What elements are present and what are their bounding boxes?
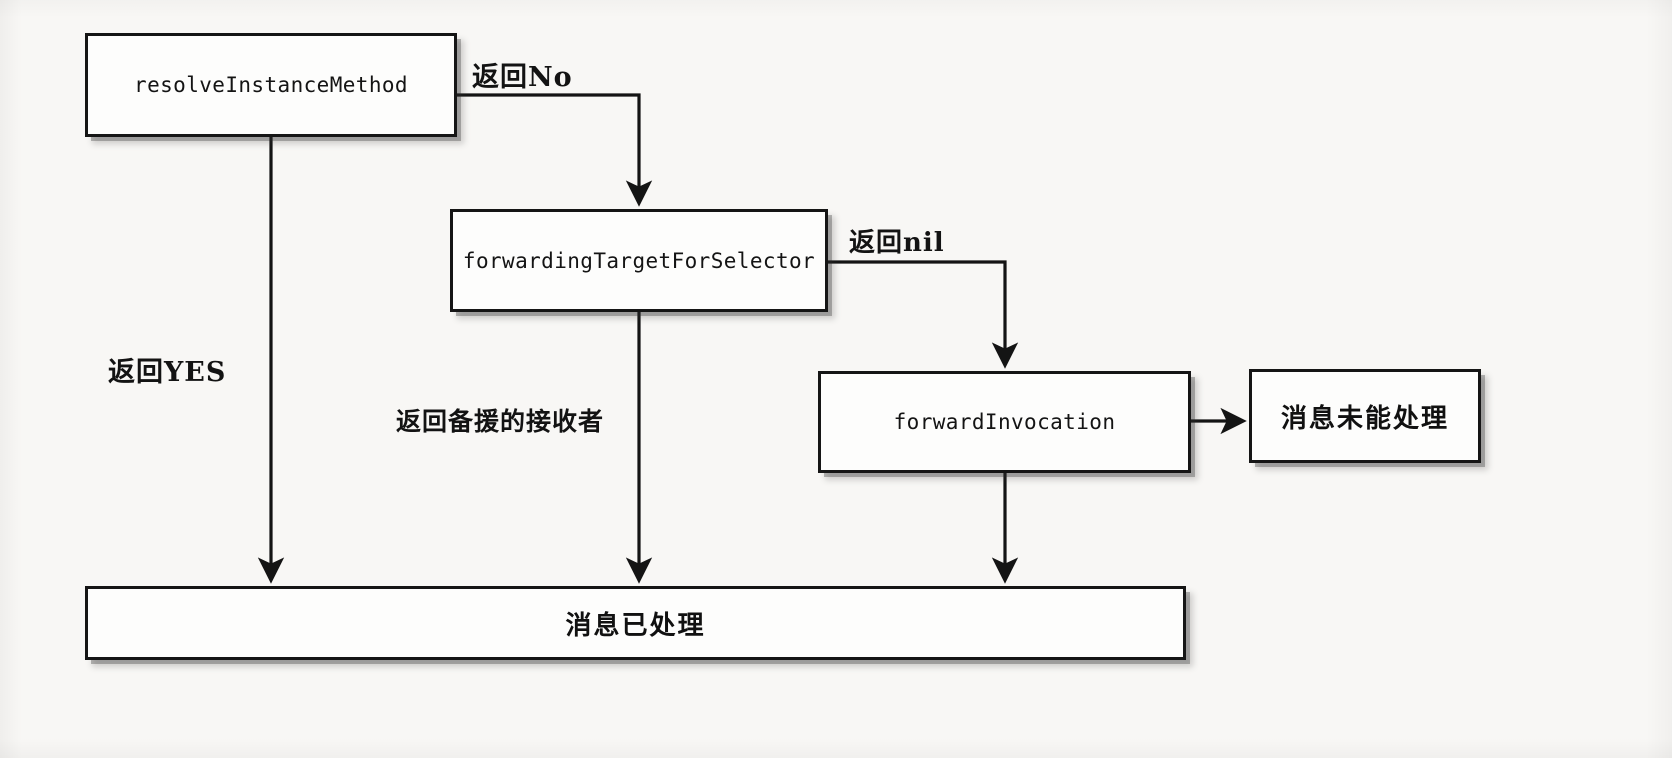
node-label: resolveInstanceMethod xyxy=(134,73,408,97)
node-message-handled[interactable]: 消息已处理 xyxy=(85,586,1186,660)
edge-label-return-nil: 返回nil xyxy=(849,228,945,258)
node-forward-invocation[interactable]: forwardInvocation xyxy=(818,371,1191,473)
edge-target-to-forward-invocation xyxy=(828,260,1019,369)
node-forwarding-target-for-selector[interactable]: forwardingTargetForSelector xyxy=(450,209,828,312)
edge-label-return-yes: 返回YES xyxy=(108,357,227,388)
node-resolve-instance-method[interactable]: resolveInstanceMethod xyxy=(85,33,457,137)
node-label: forwardingTargetForSelector xyxy=(462,248,816,273)
edge-resolve-to-forwarding-target xyxy=(457,93,653,207)
edge-label-return-backup: 返回备援的接收者 xyxy=(396,407,605,436)
edge-label-return-no: 返回No xyxy=(472,62,573,93)
node-label: forwardInvocation xyxy=(893,410,1116,434)
node-label: 消息未能处理 xyxy=(1280,403,1449,434)
node-label: 消息已处理 xyxy=(565,610,706,641)
node-message-not-handled[interactable]: 消息未能处理 xyxy=(1249,369,1481,463)
